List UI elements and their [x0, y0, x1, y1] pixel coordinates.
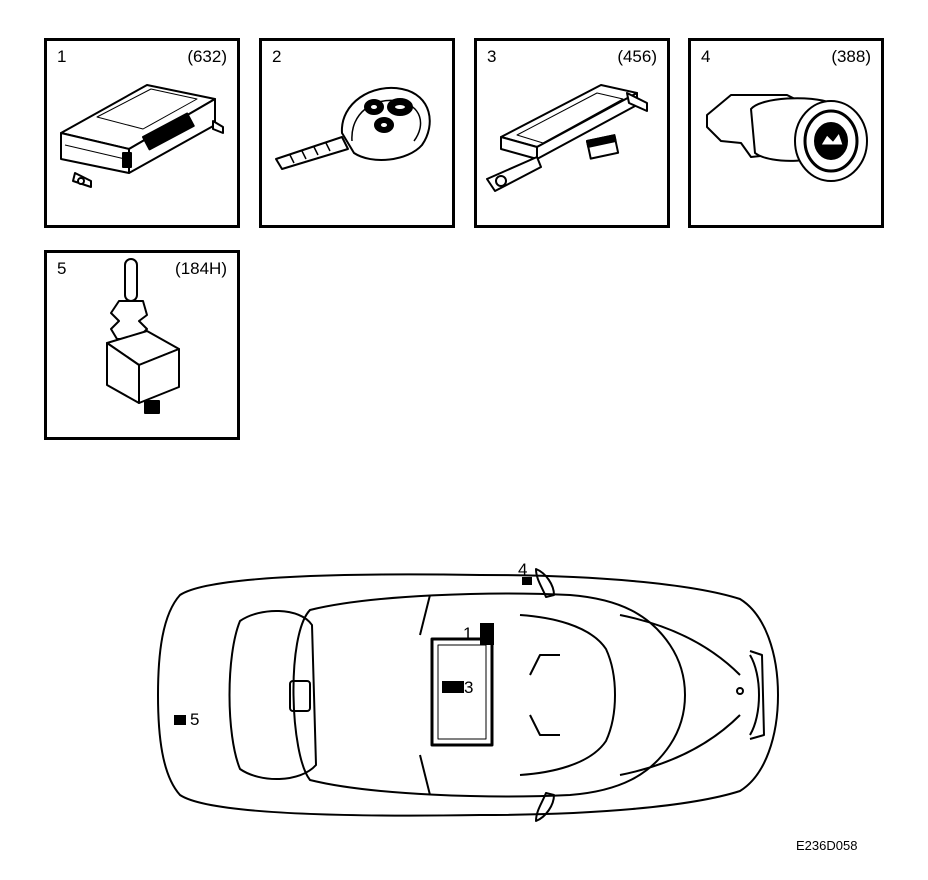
panel-code: (388) [831, 47, 871, 66]
callout-5: 5 [190, 710, 200, 729]
callout-4: 4 [518, 560, 528, 579]
panel-number: 2 [272, 47, 282, 66]
car-body-outline [157, 573, 779, 817]
location-marker-3 [442, 681, 464, 693]
location-marker-5 [174, 715, 186, 725]
figure-reference: E236D058 [796, 838, 858, 853]
panel-code: (632) [187, 47, 227, 66]
component-panel-2: 2 [259, 38, 455, 228]
ignition-switch-icon [706, 94, 868, 182]
panel-number: 4 [701, 47, 711, 66]
location-marker-4 [522, 577, 532, 585]
control-module-icon [60, 84, 224, 188]
panel-number: 1 [57, 47, 67, 66]
lock-actuator-icon [106, 258, 180, 414]
callout-1: 1 [463, 624, 473, 643]
location-marker-1 [480, 623, 494, 645]
component-panel-1: 1 (632) [44, 38, 240, 228]
component-panel-3: 3 (456) [474, 38, 670, 228]
car-top-view [157, 568, 779, 822]
callout-3: 3 [464, 678, 474, 697]
panel-number: 5 [57, 259, 67, 278]
remote-key-icon [275, 86, 431, 170]
component-panel-5: 5 (184H) [44, 250, 240, 440]
center-console [430, 637, 494, 747]
component-panel-4: 4 (388) [688, 38, 884, 228]
antenna-module-icon [486, 84, 648, 192]
panel-code: (456) [617, 47, 657, 66]
panel-number: 3 [487, 47, 497, 66]
panel-code: (184H) [175, 259, 227, 278]
